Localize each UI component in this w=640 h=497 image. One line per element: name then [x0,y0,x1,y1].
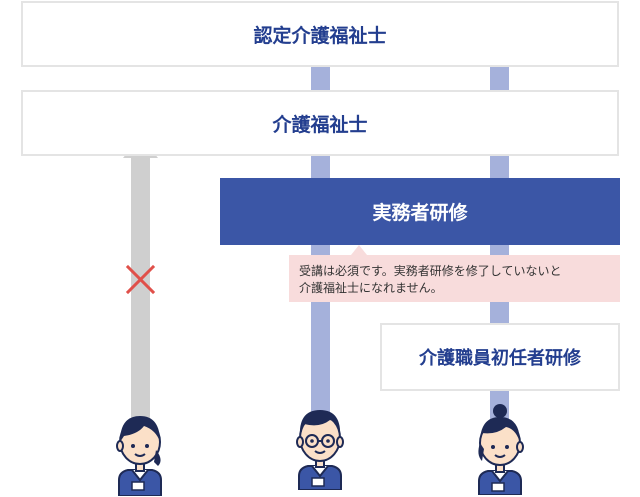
note-line-2: 介護福祉士になれません。 [299,280,610,297]
note-bubble-tail [351,245,367,255]
initial-training-box: 介護職員初任者研修 [380,323,620,391]
certified-label: 認定介護福祉士 [253,21,386,48]
certified-care-worker-specialist-box: 認定介護福祉士 [21,1,619,67]
note-line-1: 受講は必須です。実務者研修を修了していないと [299,263,610,280]
caregiver-avatar-middle-icon [290,404,350,490]
practical-training-box: 実務者研修 [220,178,620,245]
certified-care-worker-box: 介護福祉士 [21,90,619,156]
caregiver-avatar-left-icon [110,410,170,496]
requirement-note: 受講は必須です。実務者研修を修了していないと 介護福祉士になれません。 [289,255,620,302]
care-worker-label: 介護福祉士 [272,110,367,137]
caregiver-avatar-right-icon [470,403,530,495]
initial-training-label: 介護職員初任者研修 [419,344,581,370]
practical-training-label: 実務者研修 [372,198,467,225]
